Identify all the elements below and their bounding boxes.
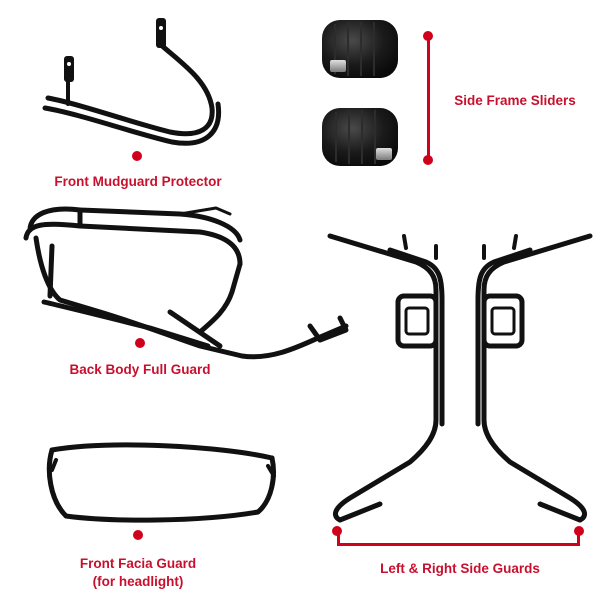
side-guards-bracket-left [337, 531, 340, 545]
left-right-side-guards-label: Left & Right Side Guards [380, 561, 540, 576]
side-frame-sliders-callout-dot-bottom [423, 155, 433, 165]
side-guards-bracket [337, 543, 580, 546]
front-facia-guard-label: Front Facia Guard [79, 556, 197, 571]
back-body-callout-dot [135, 338, 145, 348]
right-side-guard-image [475, 233, 593, 523]
side-guards-bracket-right [577, 531, 580, 545]
side-frame-sliders-callout-dot-top [423, 31, 433, 41]
side-frame-slider-bottom-image [322, 108, 398, 166]
front-facia-guard-image [46, 442, 276, 523]
front-mudguard-protector-image [42, 18, 222, 146]
front-facia-callout-dot [133, 530, 143, 540]
side-frame-slider-top-image [322, 20, 398, 78]
back-body-full-guard-label: Back Body Full Guard [69, 362, 211, 377]
side-frame-sliders-bracket [427, 36, 430, 163]
front-mudguard-callout-dot [132, 151, 142, 161]
left-side-guard-image [327, 233, 445, 523]
side-frame-sliders-label: Side Frame Sliders [454, 93, 576, 108]
front-mudguard-protector-label: Front Mudguard Protector [54, 174, 222, 189]
front-facia-guard-sublabel: (for headlight) [92, 574, 184, 589]
back-body-full-guard-image [23, 206, 349, 360]
